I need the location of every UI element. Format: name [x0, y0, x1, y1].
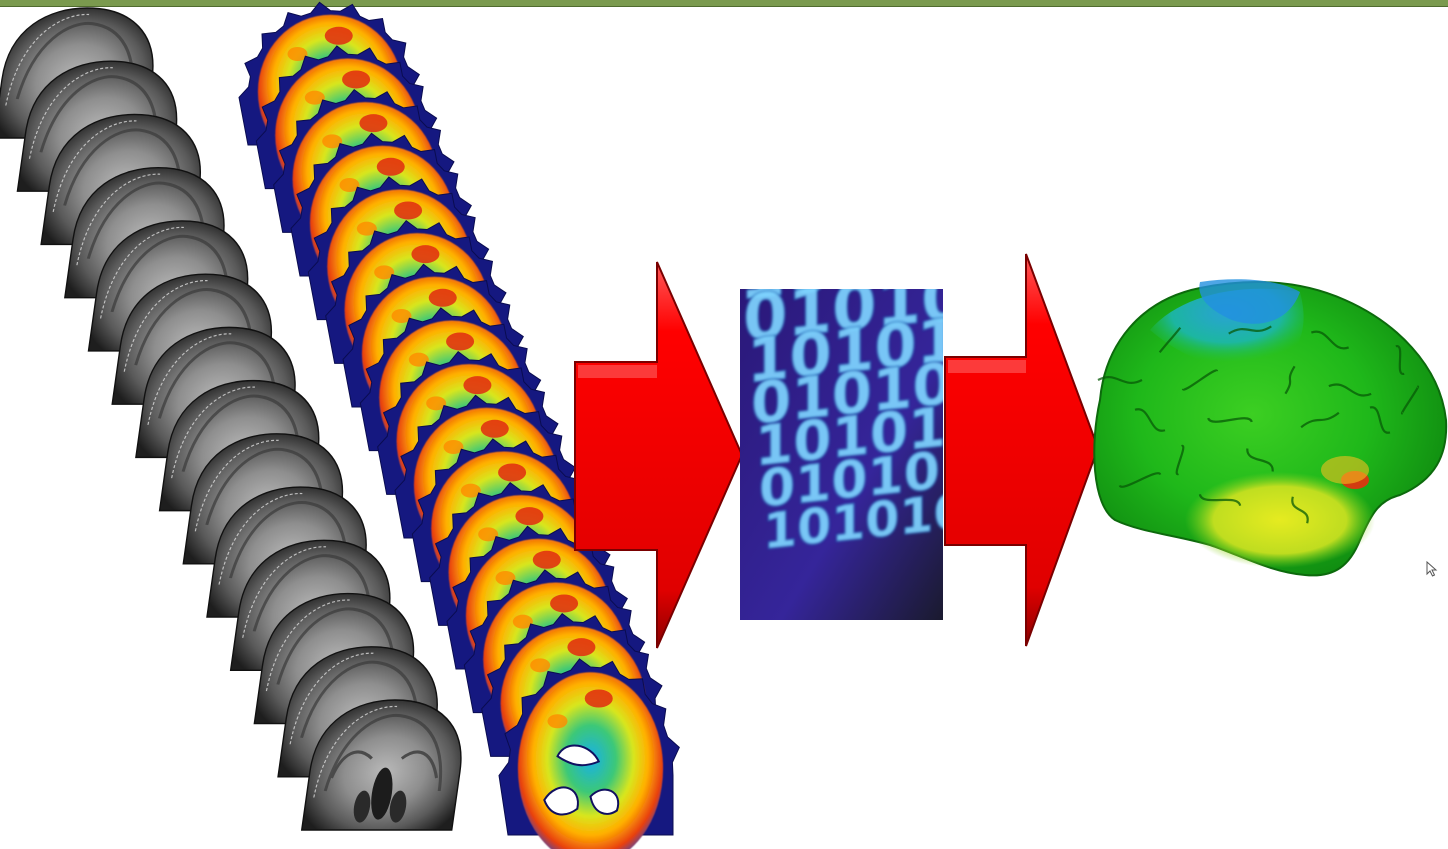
mouse-pointer-icon — [1426, 561, 1438, 577]
brain-surface-render — [1094, 279, 1446, 575]
binary-row: 01010101 — [735, 152, 1125, 275]
arrow-right-icon — [945, 254, 1098, 646]
